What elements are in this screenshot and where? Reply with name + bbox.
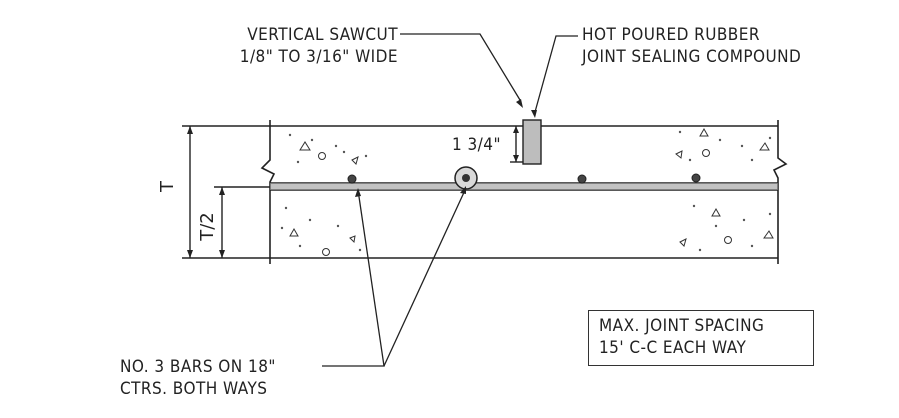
sealant-label-line2: JOINT SEALING COMPOUND [582,47,802,67]
thickness-dimension-label: T [157,181,178,192]
sawcut-label-line2: 1/8" TO 3/16" WIDE [239,47,398,67]
half-thickness-dimension-label: T/2 [196,212,218,241]
joint-spacing-note-box: MAX. JOINT SPACING 15' C-C EACH WAY [588,310,814,366]
rebar-bar [347,174,357,184]
rebar-bar [577,174,587,184]
rebar-bar-large [454,166,478,190]
bars-label-line1: NO. 3 BARS ON 18" [120,357,276,377]
spacing-note-line1: MAX. JOINT SPACING [599,316,765,336]
bars-label-line2: CTRS. BOTH WAYS [120,379,268,399]
aggregate-stipple [289,127,774,256]
sawcut-label-line1: VERTICAL SAWCUT [247,25,398,45]
rebar-layer-fill [270,183,778,190]
rebar-bar [691,173,701,183]
spacing-note-line2: 15' C-C EACH WAY [599,338,747,358]
depth-dimension-label: 1 3/4" [452,135,501,155]
bars-leader [322,189,385,367]
sawcut-joint [522,119,542,165]
sealant-leader [534,35,578,113]
sealant-label-line1: HOT POURED RUBBER [582,25,760,45]
right-break-line [772,120,788,264]
sawcut-leader [400,33,521,101]
left-break-line [260,120,276,264]
aggregate-dots [280,130,772,252]
